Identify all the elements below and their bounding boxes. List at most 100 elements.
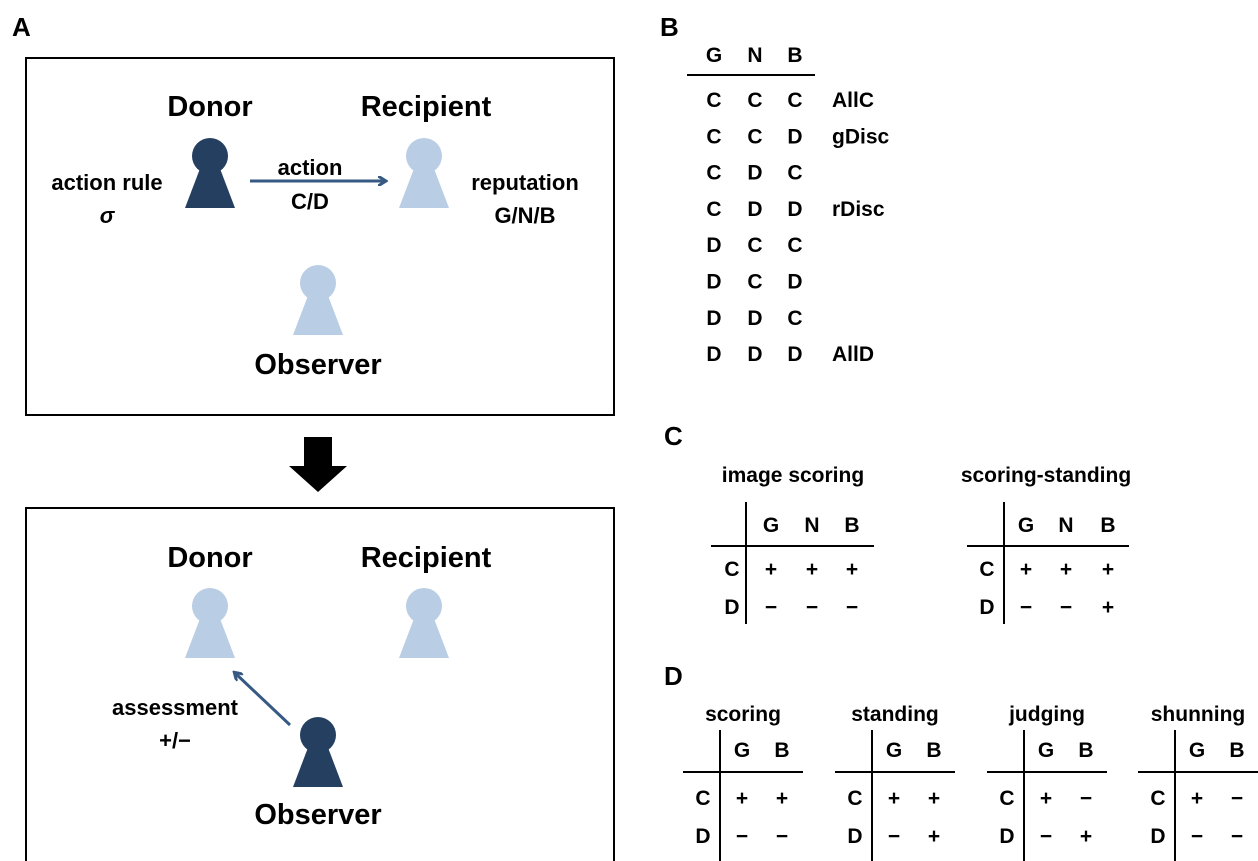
- norm-col-header: B: [844, 514, 859, 537]
- table-cell: C: [706, 198, 721, 221]
- table-cell: D: [747, 307, 762, 330]
- assessment-arrow: [235, 673, 292, 727]
- table-cell: D: [706, 343, 721, 366]
- action-rule-label: action rule: [51, 170, 162, 195]
- norm-cell: +: [846, 558, 858, 581]
- norm-cell: +: [928, 787, 940, 810]
- norm-cell: −: [1191, 825, 1203, 848]
- norm-row-label: C: [724, 558, 739, 581]
- norm-title: shunning: [1151, 703, 1245, 726]
- top-observer-icon: [293, 265, 343, 335]
- norm-cell: −: [1040, 825, 1052, 848]
- top-recipient-icon: [399, 138, 449, 208]
- norm-row-label: C: [847, 787, 862, 810]
- panel-c-letter: C: [664, 421, 683, 451]
- norm-row-label: C: [979, 558, 994, 581]
- norm-col-header: G: [734, 739, 750, 762]
- table-cell: D: [787, 271, 802, 294]
- norm-cell: −: [776, 825, 788, 848]
- panel-a-bottom-box: [25, 507, 615, 861]
- norm-cell: +: [888, 787, 900, 810]
- norm-cell: −: [1080, 787, 1092, 810]
- table-cell: D: [747, 343, 762, 366]
- norm-cell: −: [1231, 825, 1243, 848]
- table-cell: D: [747, 162, 762, 185]
- bottom-donor-icon: [185, 588, 235, 658]
- norm-row-label: C: [695, 787, 710, 810]
- norm-col-header: G: [886, 739, 902, 762]
- norm-cell: +: [1040, 787, 1052, 810]
- norm-row-label: D: [979, 596, 994, 619]
- norm-col-header: B: [1229, 739, 1244, 762]
- norm-cell: −: [888, 825, 900, 848]
- norm-title: scoring: [705, 703, 781, 726]
- table-cell: D: [706, 234, 721, 257]
- norm-row-label: D: [1150, 825, 1165, 848]
- norm-title: image scoring: [722, 464, 864, 487]
- table-cell: D: [787, 198, 802, 221]
- table-header-n: N: [747, 44, 762, 67]
- strategy-name: rDisc: [832, 198, 885, 221]
- top-recipient-title: Recipient: [361, 91, 492, 123]
- table-cell: C: [747, 89, 762, 112]
- norm-cell: +: [1102, 596, 1114, 619]
- table-cell: D: [747, 198, 762, 221]
- assessment-values-label: +/−: [159, 728, 191, 753]
- table-cell: C: [787, 162, 802, 185]
- norm-row-label: D: [999, 825, 1014, 848]
- strategy-name: gDisc: [832, 125, 890, 148]
- table-cell: D: [787, 125, 802, 148]
- bottom-observer-icon: [293, 717, 343, 787]
- norm-cell: +: [1020, 558, 1032, 581]
- table-cell: D: [706, 271, 721, 294]
- norm-col-header: G: [763, 514, 779, 537]
- norm-cell: +: [1080, 825, 1092, 848]
- sigma-label: σ: [100, 203, 116, 228]
- table-header-b: B: [787, 44, 802, 67]
- norm-col-header: B: [1100, 514, 1115, 537]
- norm-col-header: B: [1078, 739, 1093, 762]
- norm-title: scoring-standing: [961, 464, 1131, 487]
- norm-cell: −: [1231, 787, 1243, 810]
- table-cell: C: [747, 271, 762, 294]
- bottom-donor-title: Donor: [167, 542, 252, 574]
- norm-cell: +: [1191, 787, 1203, 810]
- norm-cell: −: [806, 596, 818, 619]
- panel-b-letter: B: [660, 12, 679, 42]
- norm-title: judging: [1008, 703, 1085, 726]
- down-arrow-icon: [289, 437, 347, 492]
- norm-col-header: B: [774, 739, 789, 762]
- strategy-name: AllD: [832, 343, 874, 366]
- panel-d-letter: D: [664, 661, 683, 691]
- norm-col-header: G: [1189, 739, 1205, 762]
- norm-cell: +: [1102, 558, 1114, 581]
- table-cell: D: [706, 307, 721, 330]
- norm-cell: −: [1020, 596, 1032, 619]
- norm-col-header: G: [1018, 514, 1034, 537]
- table-cell: C: [706, 125, 721, 148]
- norm-row-label: C: [999, 787, 1014, 810]
- table-cell: C: [747, 234, 762, 257]
- bottom-recipient-icon: [399, 588, 449, 658]
- norm-cell: +: [1060, 558, 1072, 581]
- reputation-label: reputation: [471, 170, 579, 195]
- norm-cell: +: [806, 558, 818, 581]
- norm-cell: −: [736, 825, 748, 848]
- top-donor-icon: [185, 138, 235, 208]
- reputation-values-label: G/N/B: [494, 203, 555, 228]
- norm-col-header: N: [1058, 514, 1073, 537]
- norm-row-label: D: [695, 825, 710, 848]
- norm-row-label: C: [1150, 787, 1165, 810]
- norm-col-header: N: [804, 514, 819, 537]
- bottom-recipient-title: Recipient: [361, 542, 492, 574]
- action-label: action: [278, 155, 343, 180]
- top-observer-title: Observer: [254, 349, 381, 381]
- norm-cell: −: [846, 596, 858, 619]
- norm-cell: +: [765, 558, 777, 581]
- norm-title: standing: [851, 703, 939, 726]
- table-cell: C: [787, 89, 802, 112]
